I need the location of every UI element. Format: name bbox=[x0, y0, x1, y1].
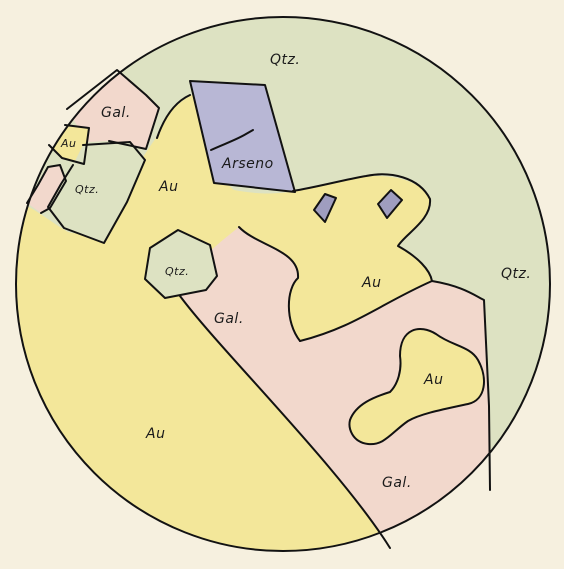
label-qtz-left-grain: Qtz. bbox=[75, 183, 99, 196]
label-gal-center: Gal. bbox=[214, 311, 244, 327]
label-au-upper-center: Au bbox=[158, 179, 178, 195]
label-gal-bottom: Gal. bbox=[382, 475, 412, 491]
label-au-lower-left: Au bbox=[145, 426, 165, 442]
label-gal-top-left: Gal. bbox=[101, 105, 131, 121]
label-qtz-top: Qtz. bbox=[270, 52, 300, 68]
label-arseno: Arseno bbox=[221, 156, 274, 172]
label-qtz-center-grain: Qtz. bbox=[165, 265, 189, 278]
label-qtz-right: Qtz. bbox=[501, 266, 531, 282]
label-au-lower-right: Au bbox=[423, 372, 443, 388]
label-au-small-left: Au bbox=[60, 137, 77, 150]
label-au-center-right: Au bbox=[361, 275, 381, 291]
